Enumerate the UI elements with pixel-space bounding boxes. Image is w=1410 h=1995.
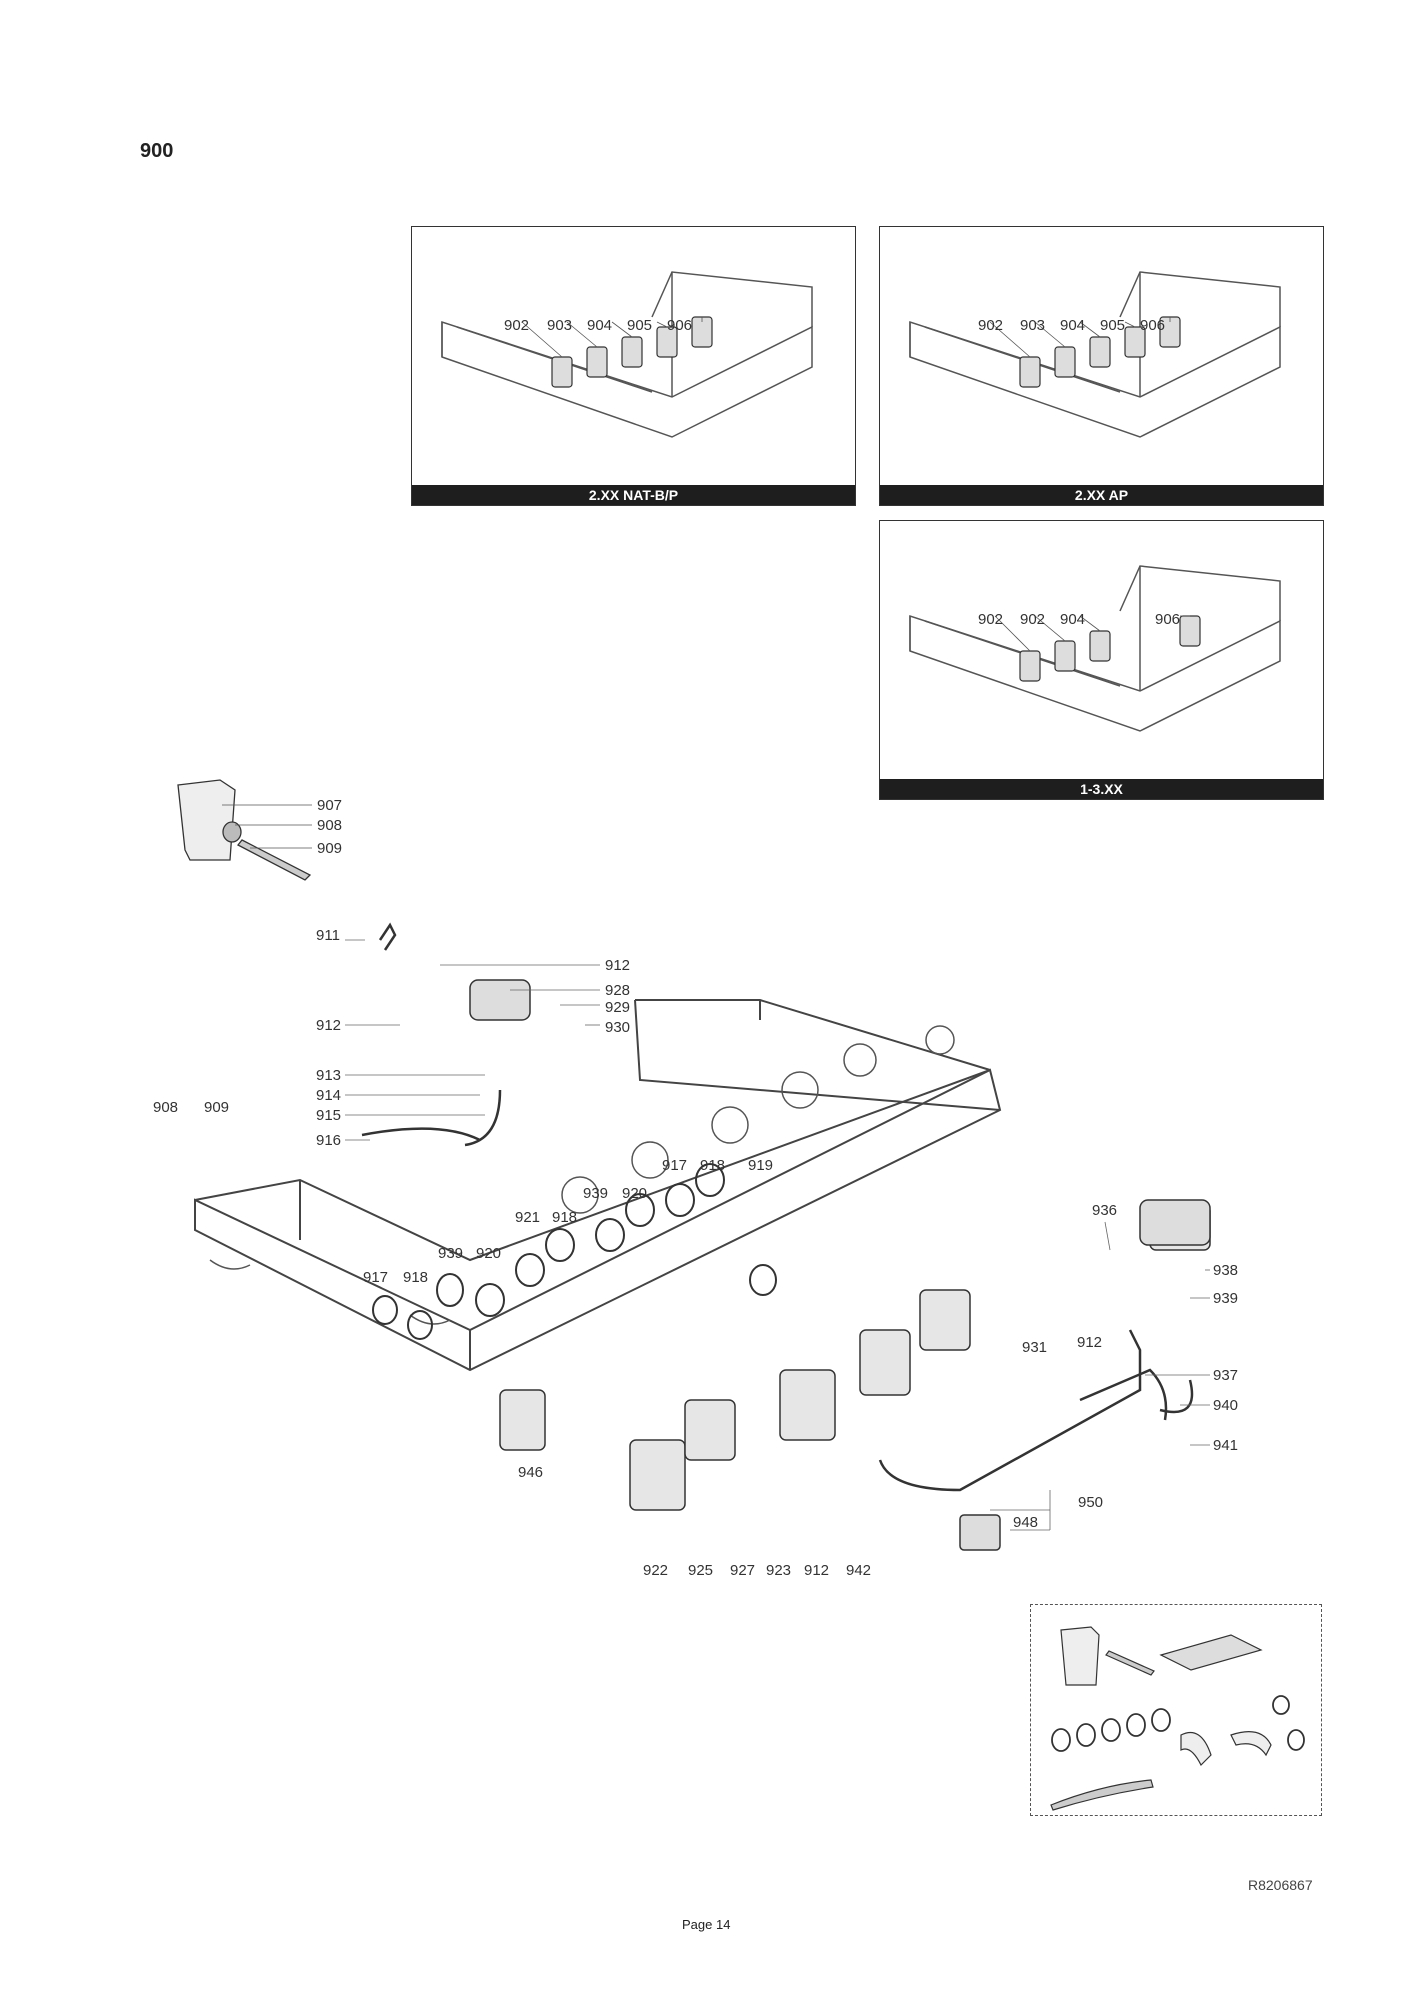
part-label: 909	[317, 840, 342, 857]
part-label: 929	[605, 999, 630, 1016]
part-label: 919	[748, 1157, 773, 1174]
part-label: 939	[438, 1245, 463, 1262]
panel-caption: 1-3.XX	[880, 779, 1323, 799]
part-label: 920	[476, 1245, 501, 1262]
part-label: 918	[552, 1209, 577, 1226]
part-label: 923	[766, 1562, 791, 1579]
part-label: 937	[1213, 1367, 1238, 1384]
part-label: 908	[153, 1099, 178, 1116]
part-label: 918	[403, 1269, 428, 1286]
variant-panel-ap: 902 903 904 905 906 2.XX AP	[879, 226, 1324, 506]
panel-label: 902	[978, 317, 1003, 334]
part-label: 916	[316, 1132, 341, 1149]
panel-label: 902	[504, 317, 529, 334]
panel-label: 906	[1155, 611, 1180, 628]
panel-label: 904	[587, 317, 612, 334]
panel-label: 905	[1100, 317, 1125, 334]
page-number: Page 14	[682, 1917, 731, 1932]
part-label: 942	[846, 1562, 871, 1579]
part-label: 936	[1092, 1202, 1117, 1219]
part-label: 922	[643, 1562, 668, 1579]
part-label: 907	[317, 797, 342, 814]
part-label: 912	[1077, 1334, 1102, 1351]
valve-assembly-drawing: 902 903 904 905 906	[441, 271, 813, 438]
part-label: 917	[662, 1157, 687, 1174]
panel-label: 903	[547, 317, 572, 334]
panel-label: 905	[627, 317, 652, 334]
part-label: 930	[605, 1019, 630, 1036]
valve-assembly-drawing: 902 902 904 906	[909, 565, 1281, 732]
panel-label: 902	[1020, 611, 1045, 628]
part-label: 912	[605, 957, 630, 974]
part-label: 928	[605, 982, 630, 999]
panel-caption: 2.XX NAT-B/P	[412, 485, 855, 505]
part-label: 938	[1213, 1262, 1238, 1279]
part-label: 915	[316, 1107, 341, 1124]
part-label: 939	[583, 1185, 608, 1202]
part-label: 948	[1013, 1514, 1038, 1531]
section-title: 900	[140, 140, 174, 162]
part-label: 912	[316, 1017, 341, 1034]
accessory-kit-box	[1030, 1604, 1322, 1816]
part-label: 920	[622, 1185, 647, 1202]
part-label: 918	[700, 1157, 725, 1174]
panel-label: 906	[1140, 317, 1165, 334]
part-label: 909	[204, 1099, 229, 1116]
accessory-kit-drawing	[1050, 1626, 1305, 1811]
part-label: 927	[730, 1562, 755, 1579]
panel-label: 904	[1060, 317, 1085, 334]
panel-caption: 2.XX AP	[880, 485, 1323, 505]
panel-label: 906	[667, 317, 692, 334]
drawing-reference: R8206867	[1248, 1877, 1313, 1893]
part-label: 913	[316, 1067, 341, 1084]
part-label: 917	[363, 1269, 388, 1286]
panel-label: 902	[978, 611, 1003, 628]
part-label: 931	[1022, 1339, 1047, 1356]
part-label: 908	[317, 817, 342, 834]
part-label: 911	[316, 927, 340, 944]
valve-assembly-drawing: 902 903 904 905 906	[909, 271, 1281, 438]
panel-label: 903	[1020, 317, 1045, 334]
variant-panel-nat: 902 903 904 905 906 2.XX NAT-B/P	[411, 226, 856, 506]
panel-label: 904	[1060, 611, 1085, 628]
part-label: 939	[1213, 1290, 1238, 1307]
part-label: 914	[316, 1087, 341, 1104]
variant-panel-13: 902 902 904 906 1-3.XX	[879, 520, 1324, 800]
part-label: 912	[804, 1562, 829, 1579]
part-label: 950	[1078, 1494, 1103, 1511]
part-label: 946	[518, 1464, 543, 1481]
part-label: 940	[1213, 1397, 1238, 1414]
part-label: 925	[688, 1562, 713, 1579]
part-label: 941	[1213, 1437, 1238, 1454]
part-label: 921	[515, 1209, 540, 1226]
